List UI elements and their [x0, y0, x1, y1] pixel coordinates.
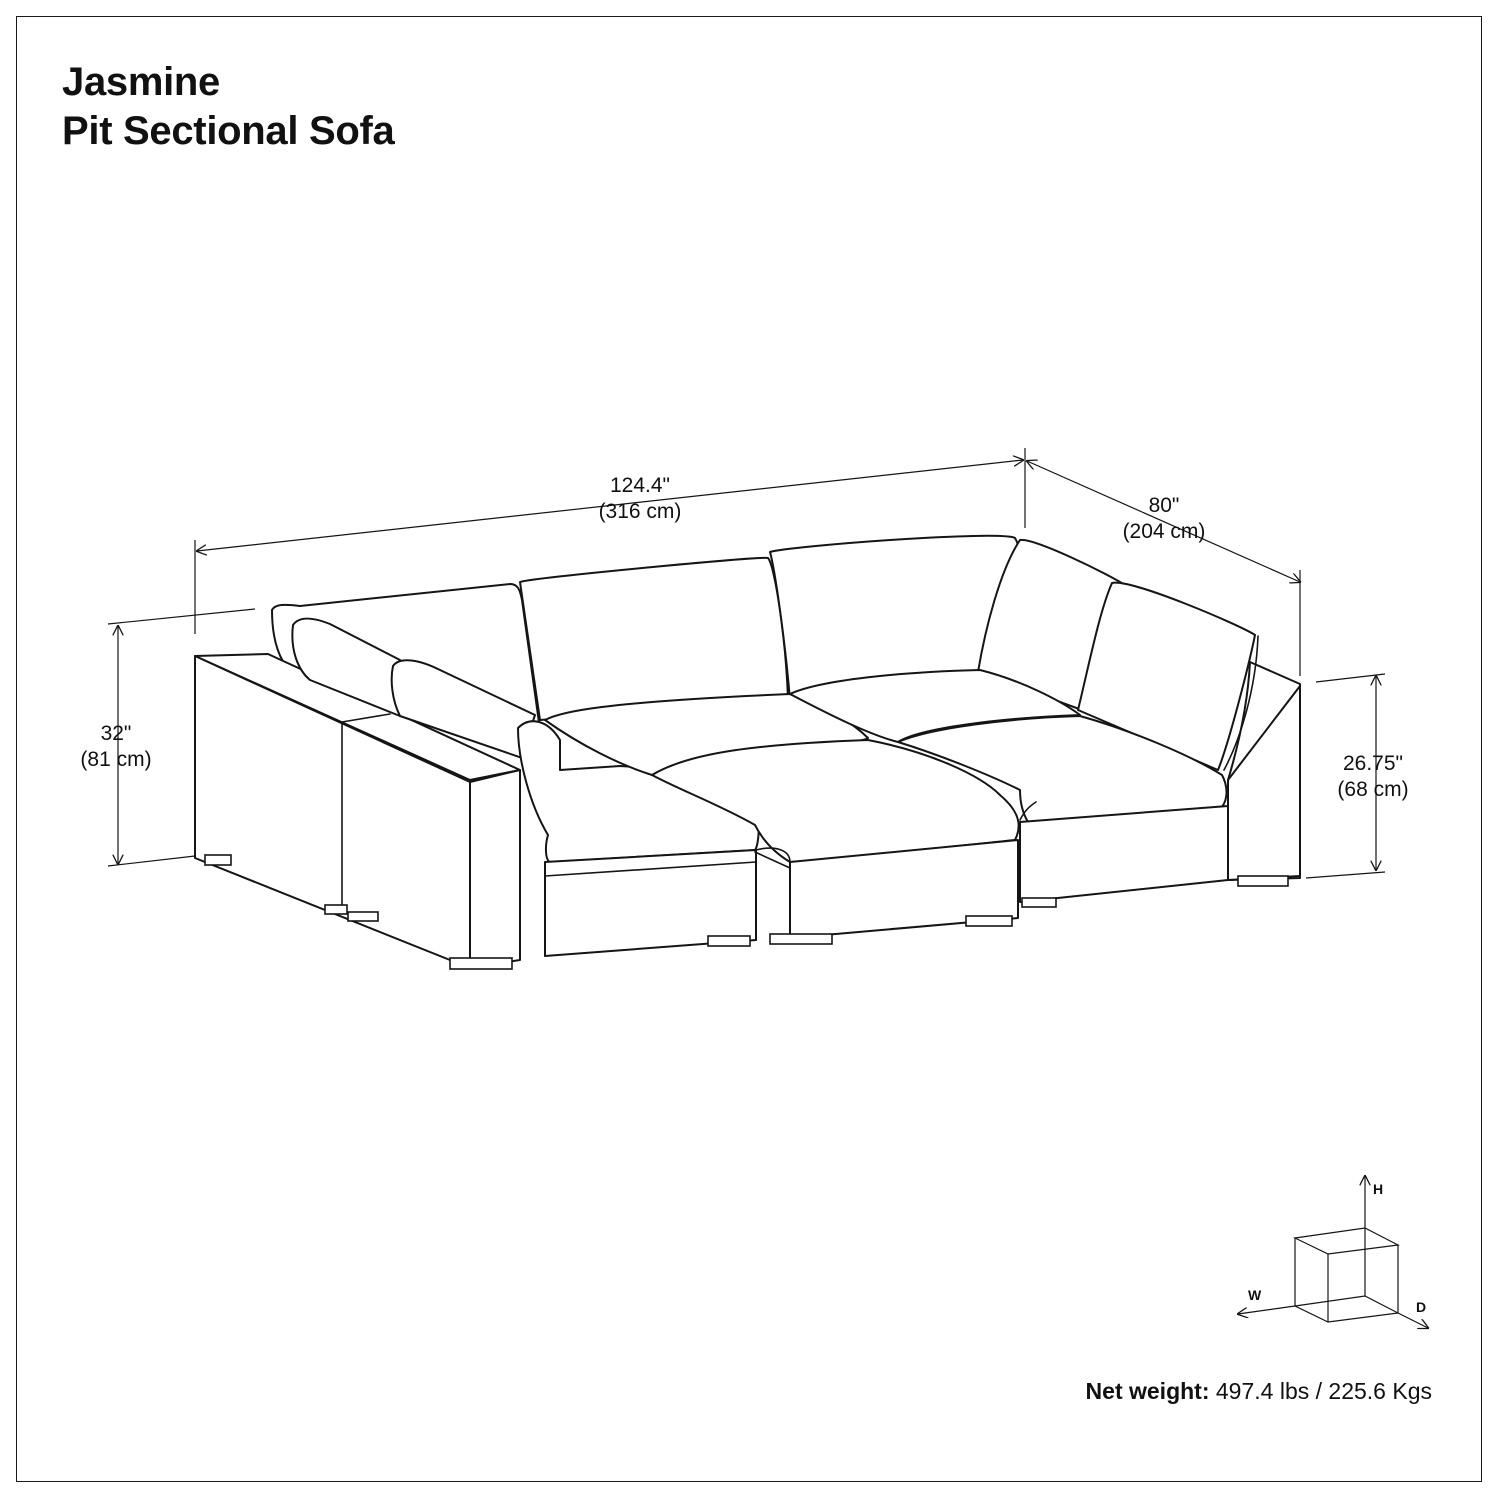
- leg: [1237, 875, 1289, 887]
- dimension-lines: [107, 448, 1386, 879]
- right-module-base: [1019, 805, 1229, 903]
- leg: [204, 854, 232, 866]
- width-imperial: 124.4": [610, 474, 670, 497]
- page-frame: [16, 16, 1482, 1482]
- orientation-key-cube: [1238, 1176, 1428, 1328]
- leg: [965, 915, 1013, 927]
- axis-label-depth: D: [1416, 1299, 1426, 1315]
- sofa-illustration: [194, 534, 1301, 970]
- depth-metric: (204 cm): [1123, 520, 1206, 543]
- leg: [769, 933, 833, 945]
- leg: [707, 935, 751, 947]
- net-weight: Net weight: 497.4 lbs / 225.6 Kgs: [1086, 1378, 1432, 1405]
- ottoman-base: [789, 839, 1019, 939]
- net-weight-value: 497.4 lbs / 225.6 Kgs: [1215, 1378, 1432, 1404]
- seat-cushion-right: [897, 715, 1228, 823]
- seat-cushion-back-center: [544, 693, 869, 776]
- seat-height-metric: (68 cm): [1337, 778, 1408, 801]
- back-cushion-right-2: [1077, 581, 1256, 771]
- width-metric: (316 cm): [599, 500, 682, 523]
- height-imperial: 32": [101, 722, 132, 745]
- axis-label-width: W: [1248, 1287, 1262, 1303]
- product-name: Jasmine: [62, 60, 220, 104]
- left-arm-end: [469, 769, 521, 969]
- seat-height-imperial: 26.75": [1343, 752, 1403, 775]
- net-weight-label: Net weight:: [1085, 1378, 1210, 1404]
- leg: [1021, 897, 1057, 908]
- depth-imperial: 80": [1149, 494, 1180, 517]
- height-metric: (81 cm): [80, 748, 151, 771]
- axis-label-height: H: [1373, 1181, 1383, 1197]
- product-type: Pit Sectional Sofa: [62, 109, 395, 153]
- leg: [347, 911, 379, 922]
- product-title: Jasmine Pit Sectional Sofa: [62, 58, 395, 156]
- leg: [324, 904, 348, 915]
- leg: [449, 957, 513, 970]
- seat-cushion-back-right: [789, 669, 1081, 743]
